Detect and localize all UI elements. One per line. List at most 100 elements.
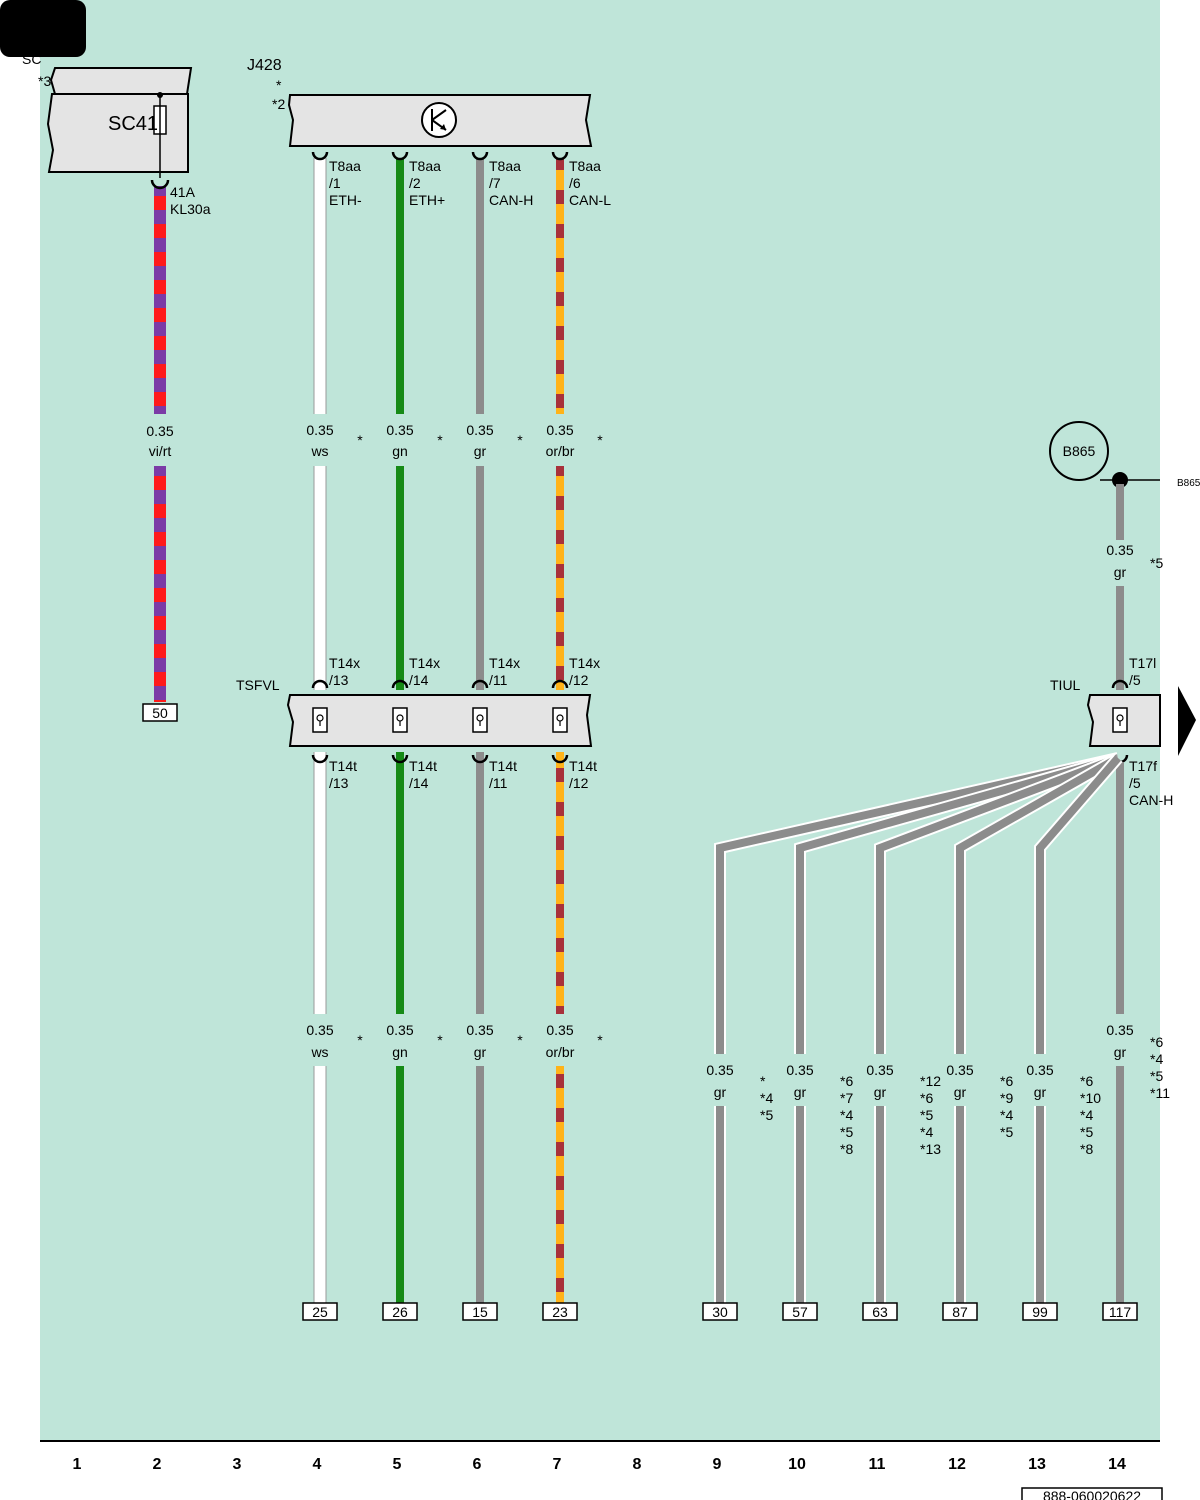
b865-edge-label: B865 [1177,478,1200,489]
column-number-11: 11 [869,1456,886,1473]
j428-wire-1-upper-size: 0.35 [306,422,333,438]
j428-wire-3-signal: CAN-H [489,192,533,208]
can-branch-4-size: 0.35 [946,1062,973,1078]
tiul-label: TIUL [1050,677,1081,693]
can-branch-3-dest-box [862,1302,898,1321]
can-branch-3-dest: 63 [872,1304,888,1320]
can-branch-3-color: gr [874,1084,887,1100]
j428-wire-1-upper [314,158,326,414]
can-branch-6-note-1: *6 [1150,1034,1163,1050]
can-branch-4-note-3: *4 [1000,1107,1013,1123]
can-branch-2-note-2: *7 [840,1090,853,1106]
b865-wire-upper [1116,484,1124,540]
column-number-9: 9 [713,1456,722,1473]
sc-wire-size: 0.35 [146,423,173,439]
j428-wire-2-bottom [396,1066,404,1303]
j428-wire-4-mid-conn-top: T14x [569,655,600,671]
can-branch-2-note-5: *8 [840,1141,853,1157]
j428-wire-2-mid-pin-bot: /14 [409,775,429,791]
can-branch-3-note-2: *6 [920,1090,933,1106]
j428-wire-3-mid-pin-bot: /11 [489,775,508,791]
column-number-1: 1 [73,1456,82,1473]
sc-dest-box [142,703,178,722]
sc-fuse-holder [46,67,193,178]
j428-wire-3-tsfvl-pin-top [471,679,489,689]
tiul-top-pin: /5 [1129,672,1141,688]
sc-note: *3 [38,73,51,89]
j428-wire-3-upper [476,158,484,414]
column-number-13: 13 [1028,1456,1046,1473]
j428-wire-4-tsfvl-pin-top [551,679,569,689]
j428-wire-3-dest-box [462,1302,498,1321]
can-branch-4-dest-box [942,1302,978,1321]
can-branch-5-size: 0.35 [1026,1062,1053,1078]
can-branch-5-note-3: *4 [1080,1107,1093,1123]
j428-wire-4-socket [552,707,568,733]
can-branch-4 [956,754,1120,1303]
j428-wire-4-lower-size: 0.35 [546,1022,573,1038]
can-branch-1-size: 0.35 [706,1062,733,1078]
b865-label: B865 [1063,443,1096,459]
can-branch-6-label-gap [1113,1014,1127,1066]
can-branch-6-note-2: *4 [1150,1051,1163,1067]
j428-wire-1-tsfvl-pin-bottom [311,754,329,764]
can-branch-5-dest-box [1022,1302,1058,1321]
can-branch-4-label-gap [953,1054,967,1106]
j428-wire-1-mid-pin-bot: /13 [329,775,349,791]
can-branch-1 [716,754,1119,1303]
can-branch-5-label-gap [1033,1054,1047,1106]
j428-wire-2-upper-color: gn [392,443,408,459]
can-branch-6-note-4: *11 [1150,1085,1170,1101]
can-branch-1-color: gr [714,1084,727,1100]
column-number-10: 10 [788,1456,806,1473]
can-branch-3-note-1: *12 [920,1073,941,1089]
j428-wire-4-lower-note: * [597,1032,603,1048]
can-branch-6-color: gr [1114,1044,1127,1060]
can-branch-3-note-4: *4 [920,1124,933,1140]
j428-wire-1-top-pin: /1 [329,175,341,191]
j428-wire-1-mid-conn-bot: T14t [329,758,357,774]
tiul-pin-top [1111,679,1129,689]
j428-wire-4-upper-note: * [597,432,603,448]
j428-wire-1-bottom [314,1066,326,1303]
sc-wire-signal: KL30a [170,201,211,217]
j428-wire-3-upper-note: * [517,432,523,448]
sc41-label: SC41 [108,113,158,135]
j428-wire-4-mid [556,466,564,690]
can-branch-2-dest-box [782,1302,818,1321]
can-branch-1-dest: 30 [712,1304,728,1320]
can-branch-5-note-5: *8 [1080,1141,1093,1157]
j428-wire-4-lower [556,752,564,1014]
j428-wire-2-mid-pin-top: /14 [409,672,429,688]
j428-wire-2-lower-size: 0.35 [386,1022,413,1038]
j428-wire-1-lower [314,752,326,1014]
j428-wire-2-mid [396,466,404,690]
j428-wire-1-mid-conn-top: T14x [329,655,360,671]
j428-wire-3-mid-conn-top: T14x [489,655,520,671]
can-branch-6-dest-box [1102,1302,1138,1321]
can-branch-1-label-gap [713,1054,727,1106]
j428-wire-4-mid-conn-bot: T14t [569,758,597,774]
can-branch-5-dest: 99 [1032,1304,1048,1320]
can-branch-3 [876,754,1120,1303]
j428-wire-1-top-conn: T8aa [329,158,361,174]
j428-wire-4-upper-color: or/br [546,443,575,459]
can-branch-5-note-1: *6 [1080,1073,1093,1089]
can-branch-6-size: 0.35 [1106,1022,1133,1038]
j428-wire-2-lower-color: gn [392,1044,408,1060]
j428-wire-4-dest: 23 [552,1304,568,1320]
can-branch-2-label-gap [793,1054,807,1106]
can-branch-3-label-gap [873,1054,887,1106]
j428-wire-3-mid [476,466,484,690]
j428-wire-1-dest: 25 [312,1304,328,1320]
j428-wire-1-signal: ETH- [329,192,362,208]
j428-wire-1-j428-pin [311,151,329,161]
can-branch-2-note-1: *6 [840,1073,853,1089]
sc-dest-label: 50 [152,705,168,721]
can-branch-1-dest-box [702,1302,738,1321]
j428-wire-4-top-conn: T8aa [569,158,601,174]
j428-wire-3-lower [476,752,484,1014]
can-branch-6-dest: 117 [1109,1304,1132,1320]
